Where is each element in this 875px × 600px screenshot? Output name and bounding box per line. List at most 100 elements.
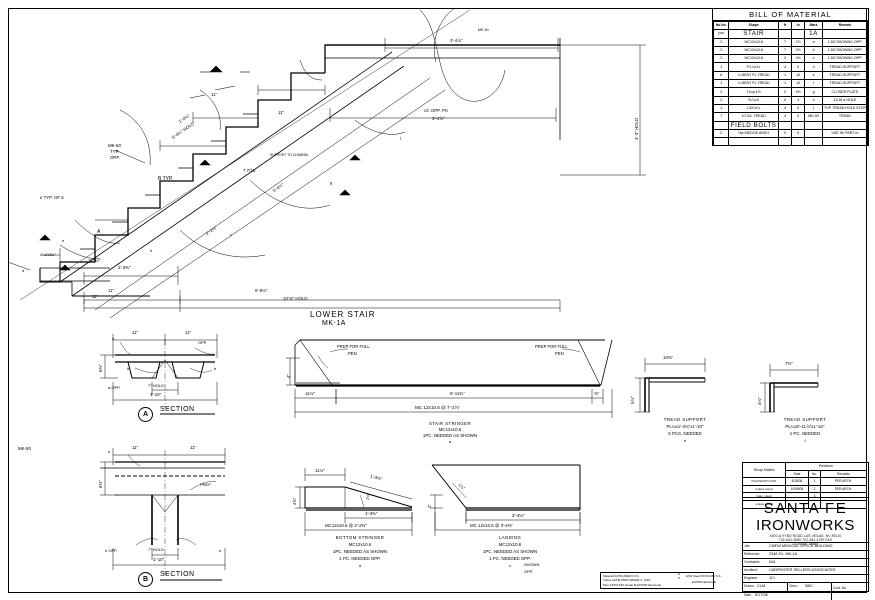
bom-cell-remark: 1 AS SHOWN/1 OPP. (821, 54, 869, 64)
bom-cell-shape: MC12x10.6 (728, 37, 779, 47)
bom-cell-no: 2 (712, 128, 730, 139)
bom-cell-shape: MC12x10.6 (728, 54, 779, 64)
material-note-line-3: Pipe ASTM A53 Grade B E4700X Electrode (603, 582, 662, 587)
revision-remarks (820, 499, 867, 509)
section-b-dim-hold: 7" HOLD (148, 547, 164, 552)
bom-cell-ft (777, 29, 793, 39)
bom-cell-remark: TREAD SUPPORT (821, 70, 869, 81)
section-a-bubble: A (138, 407, 153, 422)
landing-title: LANDING (498, 535, 522, 540)
bom-cell-in: 5 (791, 128, 806, 139)
tread1-dim-top: 10⅜" (663, 355, 674, 360)
stringer-prep-right-2: PEN (555, 351, 564, 356)
drawn-label: Drawn: (744, 583, 755, 588)
bom-cell-ft: 4 (777, 112, 793, 122)
stringer-prep-right-1: PREP FOR FULL (535, 344, 568, 349)
section-a-dim-hold: 7" HOLD (148, 383, 164, 388)
bom-title: BILL OF MATERIAL (713, 9, 868, 21)
section-b-mark-b: b (219, 548, 222, 553)
landing-mark: c (509, 563, 511, 568)
section-b-mark-e: e (108, 449, 111, 454)
title-block-row-1: Reference:2348 S1- MK-1A (743, 551, 868, 559)
bom-cell-remark: 11/16 ø HOLE (821, 95, 869, 105)
title-block-value-3: CARPENTER SELLERS ASSOCIATES (769, 567, 836, 572)
section-b-label: SECTION (160, 571, 195, 578)
bom-cell-mark: c (804, 54, 823, 64)
bom-cell-ft: 7 (777, 45, 793, 56)
bom-cell-mark: MK-50 (804, 112, 823, 122)
stringer-dim-left: 11⅛" (305, 391, 315, 396)
bom-cell-no: 2 (712, 45, 730, 56)
main-view-title: LOWER STAIR (310, 310, 376, 319)
section-b-mark-prep: PREP (200, 482, 211, 487)
bom-cell-remark: CLOSER PLATE (821, 87, 869, 97)
bom-cell-mark: a (804, 37, 823, 47)
stringer-prep-left-1: PREP FOR FULL (337, 344, 370, 349)
revision-block: Shop Notes Revision Date No. Remarks Pai… (742, 461, 867, 509)
dim-run: 6'-9⅛" (255, 288, 268, 293)
bom-cell-mark (804, 120, 823, 130)
bom-cell-no: 7 (712, 112, 730, 122)
bom-cell-mark: h (804, 95, 823, 105)
bom-cell-in: 0 (791, 62, 806, 72)
bom-cell-ft: 4 (777, 62, 793, 72)
sheet-border (8, 8, 867, 593)
bom-cell-ft: 7 (777, 37, 793, 47)
bom-cell-shape: 1⅛q×1⅜ (728, 87, 779, 97)
section-b-dim-left: 11" (132, 445, 139, 450)
bom-row: FIELD BOLTS (712, 120, 869, 130)
bom-cell-no: 2 (712, 95, 730, 105)
bom-cell-mark: 1A (804, 29, 823, 39)
checked-label: Chec.: (789, 583, 799, 588)
label-mk50: MK-50 (108, 143, 121, 148)
material-note-block: Material ASTM A992 F.N.S. Tubes ASTM A50… (600, 572, 714, 590)
bom-cell-ft: 3 (777, 54, 793, 64)
company-address: 4500-A VYBO ROAD LAS VEGAS, NV 89110 (769, 534, 842, 538)
bom-cell-shape: STAIR (728, 29, 779, 39)
label-mk50-typ: TYP. (110, 149, 120, 154)
bom-cell-mark: d (804, 62, 823, 72)
bom-cell-ft: 1 (777, 79, 793, 89)
bom-cell-shape: ¼ BENT PL TREAD (728, 79, 779, 89)
bom-cell-no: 2 (712, 37, 730, 47)
revision-table: Shop Notes Revision Date No. Remarks Pai… (742, 461, 867, 509)
bom-cell-ft: 4 (777, 103, 793, 114)
stringer-shape: MC12x10.6 (438, 427, 462, 432)
bom-header-shape: Shape (728, 20, 779, 31)
company-block: SANTA FE IRONWORKS 4500-A VYBO ROAD LAS … (743, 498, 868, 546)
dim-c-c-val: 3'-4⅞" (432, 116, 445, 121)
material-note-line-2: Tubes ASTM A500 GRADE C, HSS (603, 578, 651, 583)
landing-dim-total: MC 12x10.6 @ 3'-4⅜" (470, 523, 513, 528)
section-b-bubble: B (138, 572, 153, 587)
landing-dim-mid: 3'-4⅛" (512, 513, 525, 518)
bom-cell-in: 10 (791, 79, 806, 89)
bom-cell-in: 10 (791, 70, 806, 81)
section-a-label: SECTION (160, 406, 195, 413)
bom-cell-remark: TREAD SUPPORT (821, 79, 869, 89)
note-typ-of-6: e TYP. OF 6 (40, 195, 64, 200)
dim-tread11: 11" (108, 288, 115, 293)
bom-cell-in: 2⅞ (791, 37, 806, 47)
label-b-typ: B TYP. (158, 176, 174, 182)
dim-angle: 7 7/16 (243, 168, 256, 173)
company-name-line2: IRONWORKS (756, 517, 855, 534)
dim-tread-b: 2'-3⅜" (118, 265, 131, 270)
bom-cell-remark (821, 137, 869, 147)
divider-1 (787, 583, 788, 591)
bottom-stringer-note2: 1 PC. NEEDED OPP. (339, 556, 381, 561)
bottom-stringer-mark: a (358, 563, 362, 568)
bom-cell-in (791, 29, 806, 39)
bom-cell-ft: 1 (777, 70, 793, 81)
bom-header-no: No.No. (712, 20, 730, 31)
bom-cell-ft: 0 (777, 87, 793, 97)
section-b-note-opp: b OPP. (105, 548, 118, 553)
